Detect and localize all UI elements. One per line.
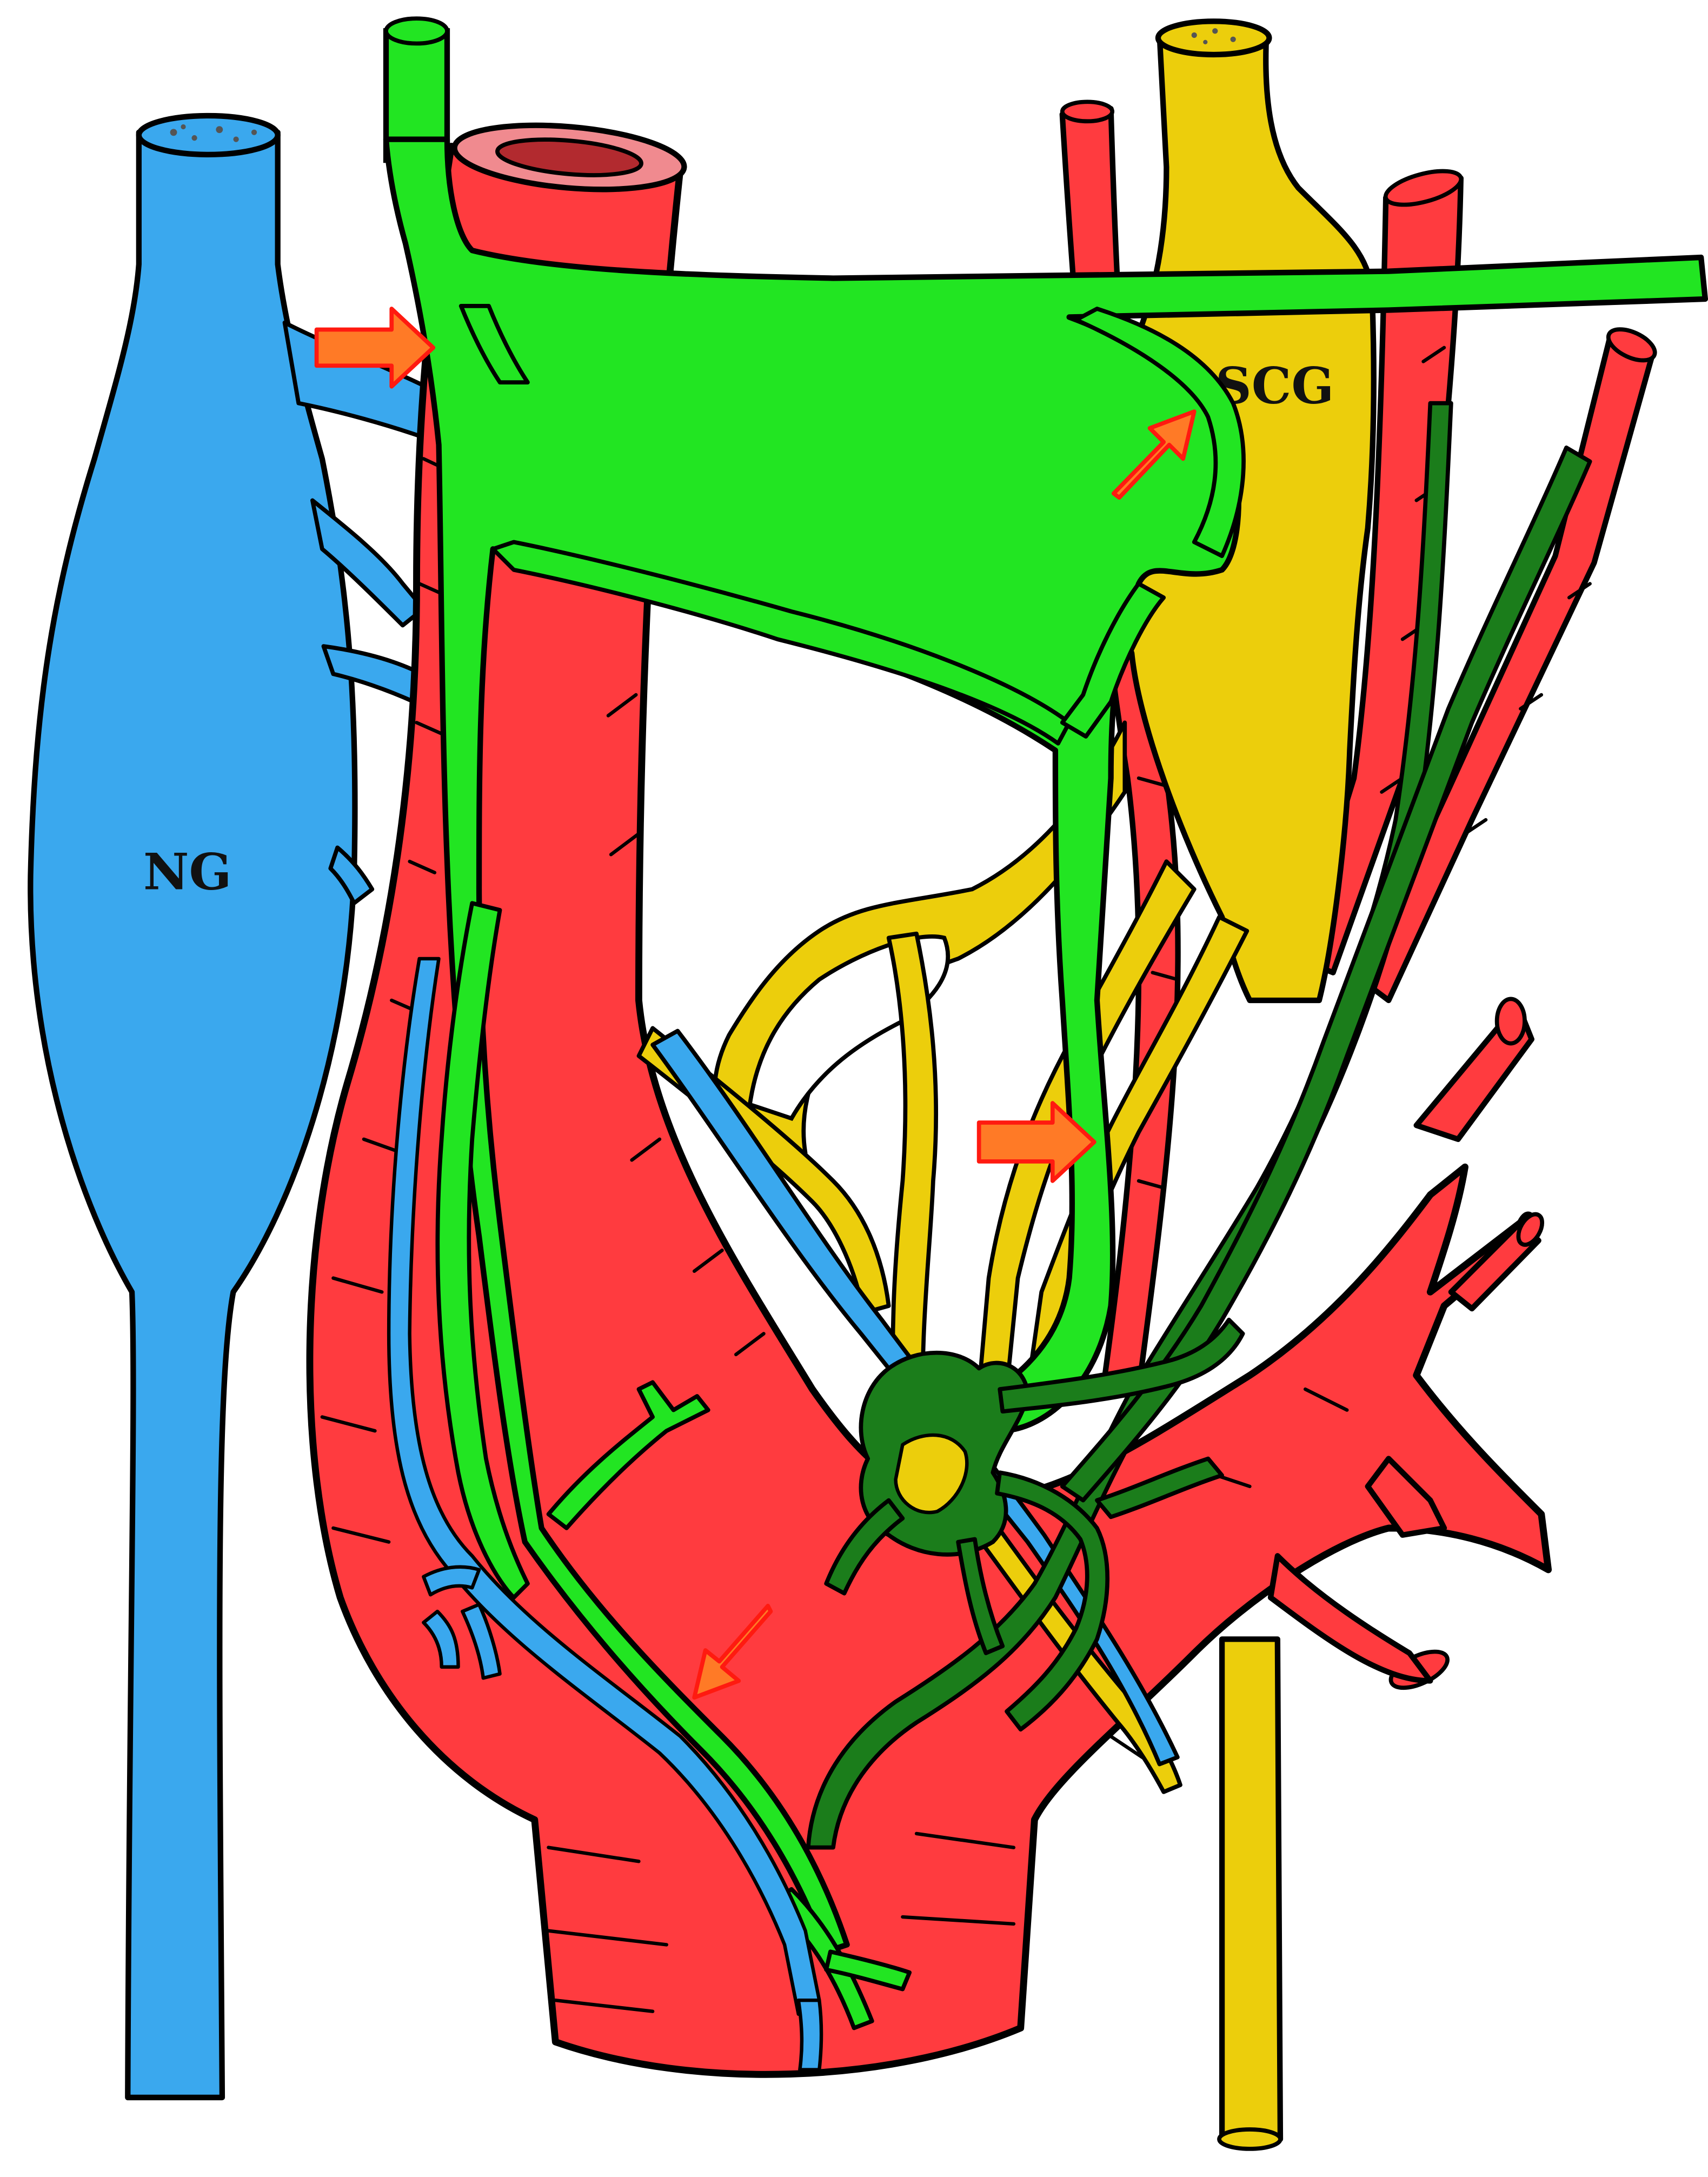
nerves-dark-green [806, 401, 1592, 1850]
vagal-fibers [387, 957, 823, 2072]
nodose-ganglion-label: NG [143, 842, 231, 901]
nodose-ganglion-body [28, 129, 358, 2101]
carotid-bulb [306, 143, 1552, 2078]
sympathetic-trunk-lower [1219, 1636, 1284, 2142]
nodose-top-cut [136, 112, 281, 158]
arrow-2 [1111, 409, 1197, 500]
annotation-arrows [314, 307, 1197, 1700]
external-carotid-artery [1295, 175, 1464, 975]
scg-top-cut [1155, 18, 1272, 58]
nerves-light-green [383, 16, 1708, 2030]
arrow-4 [692, 1603, 773, 1700]
occipital-artery [1358, 331, 1656, 1004]
arrow-1 [314, 307, 436, 389]
arrow-3 [976, 1101, 1096, 1183]
